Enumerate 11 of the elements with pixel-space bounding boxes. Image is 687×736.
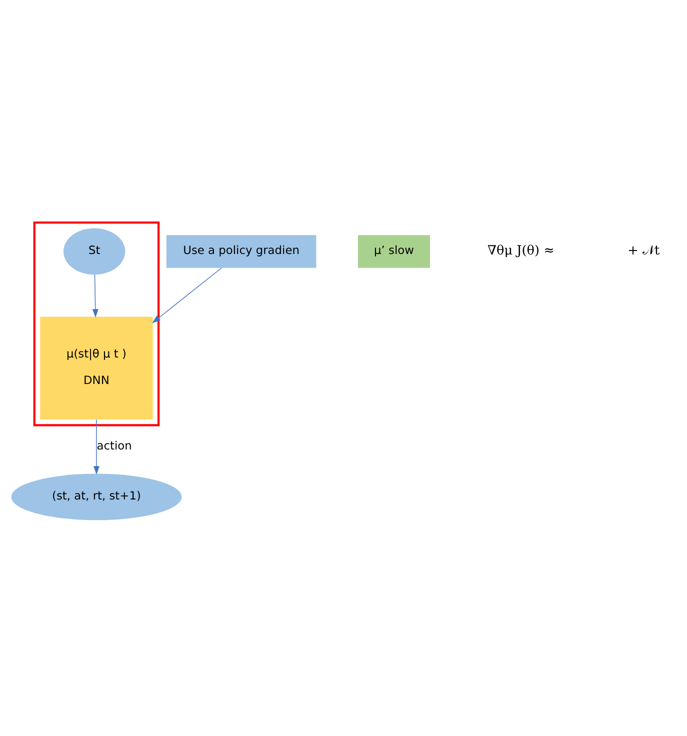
- arrow: [93, 418, 100, 474]
- node-box: μ(st|θ μ t ) DNN: [40, 316, 153, 420]
- label: ∇θμ J(θ) ≈: [488, 243, 554, 258]
- arrow: [152, 267, 222, 323]
- node-ellipse: (st, at, rt, st+1): [11, 473, 182, 520]
- label: + 𝒩t: [628, 243, 660, 258]
- arrow: [92, 274, 98, 318]
- node-box: Use a policy gradien: [166, 234, 316, 268]
- node-ellipse: St: [63, 228, 126, 274]
- edge-label: action: [96, 438, 132, 452]
- node-box: μ’ slow: [358, 234, 430, 268]
